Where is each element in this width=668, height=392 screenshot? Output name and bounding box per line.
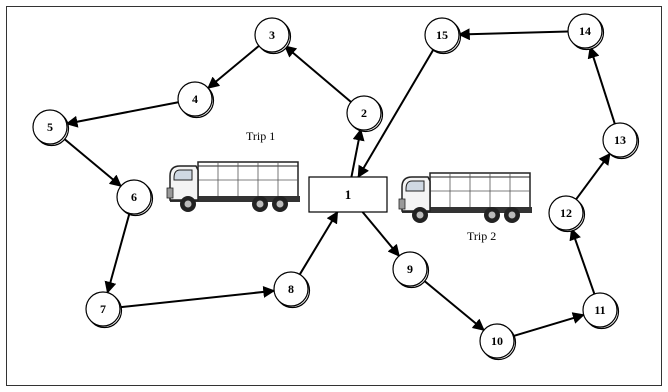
node-12: 12 — [548, 195, 586, 233]
depot-label: 1 — [345, 187, 352, 202]
trip-1-label: Trip 1 — [246, 129, 275, 143]
node-15-label: 15 — [436, 28, 448, 42]
edge-6-to-7 — [104, 213, 131, 294]
edge-8-to-1 — [298, 210, 339, 275]
node-8: 8 — [273, 271, 311, 309]
edge-2-to-3 — [284, 45, 352, 103]
edges-layer — [62, 28, 616, 338]
node-3: 3 — [254, 17, 292, 55]
edge-1-to-2 — [350, 128, 365, 178]
depot-node: 1 — [308, 176, 388, 213]
node-11: 11 — [582, 292, 620, 330]
node-5: 5 — [32, 109, 70, 147]
edge-5-to-6 — [62, 137, 122, 187]
edge-3-to-4 — [207, 45, 260, 89]
edge-10-to-11 — [512, 312, 585, 338]
edge-14-to-15 — [457, 28, 569, 41]
node-2: 2 — [346, 95, 384, 133]
edge-15-to-1 — [357, 49, 435, 179]
node-9: 9 — [392, 251, 430, 289]
node-10: 10 — [479, 323, 517, 361]
node-4: 4 — [177, 81, 215, 119]
node-6: 6 — [116, 179, 154, 217]
edge-7-to-8 — [119, 285, 276, 309]
node-13: 13 — [602, 122, 640, 160]
node-7: 7 — [85, 291, 123, 329]
node-13-label: 13 — [614, 133, 626, 147]
edge-12-to-13 — [575, 152, 611, 200]
trip-2-label: Trip 2 — [467, 229, 496, 243]
node-8-label: 8 — [288, 282, 294, 296]
nodes-layer: 2 3 4 5 6 7 8 9 10 11 12 13 14 15 — [32, 13, 640, 361]
node-5-label: 5 — [47, 120, 53, 134]
node-7-label: 7 — [100, 302, 106, 316]
node-12-label: 12 — [560, 206, 572, 220]
node-14-label: 14 — [579, 24, 591, 38]
edge-9-to-10 — [422, 279, 485, 331]
node-4-label: 4 — [192, 92, 198, 106]
edge-13-to-14 — [587, 46, 616, 125]
node-2-label: 2 — [361, 106, 367, 120]
node-10-label: 10 — [491, 334, 503, 348]
node-6-label: 6 — [131, 190, 137, 204]
edge-4-to-5 — [65, 101, 179, 128]
node-3-label: 3 — [269, 28, 275, 42]
node-14: 14 — [567, 13, 605, 51]
node-11-label: 11 — [594, 303, 605, 317]
node-9-label: 9 — [407, 262, 413, 276]
edge-11-to-12 — [569, 227, 596, 295]
node-15: 15 — [424, 17, 462, 55]
edge-1-to-9 — [361, 211, 400, 257]
